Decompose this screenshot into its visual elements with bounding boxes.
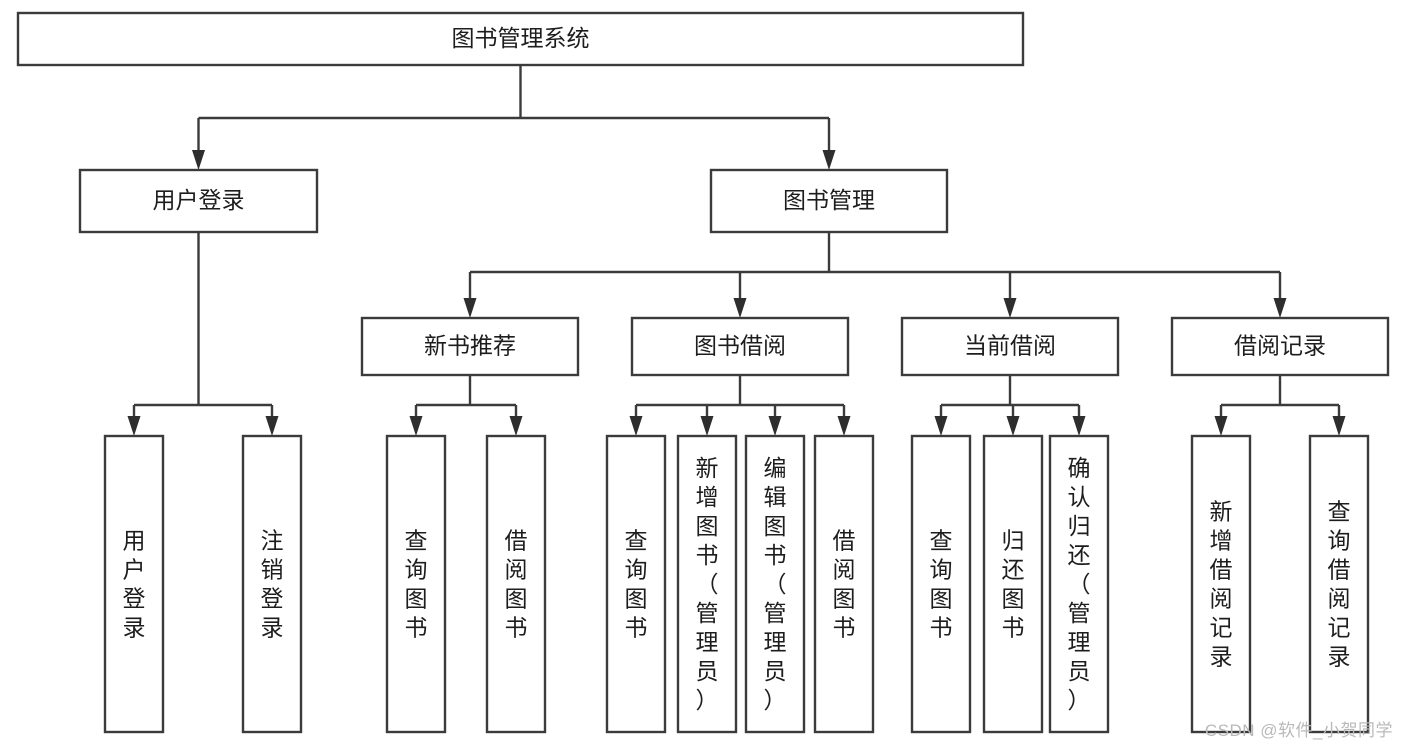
node-fn-borrow-query-book[interactable]: 查询图书: [605, 434, 667, 734]
node-book-borrow[interactable]: 图书借阅: [630, 316, 850, 377]
node-fn-user-logout[interactable]: 注销登录: [241, 434, 303, 734]
node-label: 借阅图书: [505, 528, 528, 641]
connector-arrowhead-icon: [509, 416, 523, 436]
node-label: 当前借阅: [964, 333, 1056, 359]
node-user-login[interactable]: 用户登录: [78, 168, 319, 234]
connector-arrowhead-icon: [409, 416, 423, 436]
node-label: 查询借阅记录: [1328, 499, 1351, 670]
node-fn-return-book[interactable]: 归还图书: [982, 434, 1044, 734]
connector-group: [127, 232, 279, 436]
node-fn-add-borrow-record[interactable]: 新增借阅记录: [1190, 434, 1252, 734]
connector-group: [629, 375, 851, 436]
connector-group: [934, 375, 1086, 436]
node-label: 查询图书: [930, 528, 953, 641]
node-fn-rec-query-book[interactable]: 查询图书: [385, 434, 447, 734]
node-fn-edit-book-admin[interactable]: 编辑图书（管理员）: [744, 434, 806, 734]
node-box[interactable]: [385, 434, 447, 734]
node-box[interactable]: [1190, 434, 1252, 734]
connector-arrowhead-icon: [733, 298, 747, 318]
node-book-manage[interactable]: 图书管理: [709, 168, 949, 234]
node-new-book-rec[interactable]: 新书推荐: [360, 316, 580, 377]
connector-arrowhead-icon: [1214, 416, 1228, 436]
node-box[interactable]: [910, 434, 972, 734]
node-label: 借阅记录: [1234, 333, 1326, 359]
node-box[interactable]: [16, 11, 1025, 67]
connector-arrowhead-icon: [934, 416, 948, 436]
node-label: 归还图书: [1002, 528, 1025, 641]
connector-group: [409, 375, 523, 436]
node-box[interactable]: [744, 434, 806, 734]
node-fn-rec-borrow-book[interactable]: 借阅图书: [485, 434, 547, 734]
node-box[interactable]: [709, 168, 949, 234]
connector-arrowhead-icon: [265, 416, 279, 436]
connector-arrowhead-icon: [1072, 416, 1086, 436]
node-box[interactable]: [1170, 316, 1390, 377]
node-box[interactable]: [103, 434, 165, 734]
node-fn-borrow-book[interactable]: 借阅图书: [813, 434, 875, 734]
connector-group: [463, 232, 1287, 318]
node-fn-cur-query-book[interactable]: 查询图书: [910, 434, 972, 734]
connector-group: [192, 65, 836, 170]
node-box[interactable]: [676, 434, 738, 734]
node-label: 用户登录: [123, 528, 146, 641]
connector-arrowhead-icon: [1003, 298, 1017, 318]
node-label: 确认归还（管理员）: [1068, 455, 1091, 713]
connector-arrowhead-icon: [837, 416, 851, 436]
csdn-watermark: CSDN @软件_小贺同学: [1204, 721, 1393, 740]
node-box[interactable]: [813, 434, 875, 734]
node-fn-user-login[interactable]: 用户登录: [103, 434, 165, 734]
node-label: 用户登录: [153, 187, 245, 213]
node-fn-confirm-return-admin[interactable]: 确认归还（管理员）: [1048, 434, 1110, 734]
node-fn-add-book-admin[interactable]: 新增图书（管理员）: [676, 434, 738, 734]
node-box[interactable]: [1308, 434, 1370, 734]
node-box[interactable]: [78, 168, 319, 234]
connector-group: [1214, 375, 1346, 436]
node-label: 图书管理: [783, 187, 875, 213]
node-label: 借阅图书: [833, 528, 856, 641]
node-box[interactable]: [360, 316, 580, 377]
node-label: 查询图书: [405, 528, 428, 641]
node-label: 图书管理系统: [452, 25, 590, 51]
node-root[interactable]: 图书管理系统: [16, 11, 1025, 67]
node-box[interactable]: [1048, 434, 1110, 734]
connector-arrowhead-icon: [822, 150, 836, 170]
node-borrow-record[interactable]: 借阅记录: [1170, 316, 1390, 377]
node-box[interactable]: [630, 316, 850, 377]
node-label: 新增图书（管理员）: [696, 455, 719, 713]
node-label: 注销登录: [261, 528, 284, 641]
connector-arrowhead-icon: [629, 416, 643, 436]
connector-arrowhead-icon: [127, 416, 141, 436]
connector-layer: [127, 65, 1346, 436]
node-box[interactable]: [982, 434, 1044, 734]
node-label: 查询图书: [625, 528, 648, 641]
connector-arrowhead-icon: [192, 150, 205, 170]
node-fn-query-borrow-record[interactable]: 查询借阅记录: [1308, 434, 1370, 734]
node-label: 编辑图书（管理员）: [764, 455, 787, 713]
node-box[interactable]: [605, 434, 667, 734]
node-box[interactable]: [485, 434, 547, 734]
node-box[interactable]: [900, 316, 1120, 377]
connector-arrowhead-icon: [1006, 416, 1020, 436]
node-current-borrow[interactable]: 当前借阅: [900, 316, 1120, 377]
connector-arrowhead-icon: [1332, 416, 1346, 436]
connector-arrowhead-icon: [463, 298, 477, 318]
node-label: 新书推荐: [424, 333, 516, 359]
connector-arrowhead-icon: [700, 416, 714, 436]
node-layer: 图书管理系统用户登录图书管理新书推荐图书借阅当前借阅借阅记录用户登录注销登录查询…: [16, 11, 1390, 734]
node-box[interactable]: [241, 434, 303, 734]
node-label: 图书借阅: [694, 333, 786, 359]
node-label: 新增借阅记录: [1210, 499, 1233, 670]
connector-arrowhead-icon: [768, 416, 782, 436]
connector-arrowhead-icon: [1273, 298, 1287, 318]
